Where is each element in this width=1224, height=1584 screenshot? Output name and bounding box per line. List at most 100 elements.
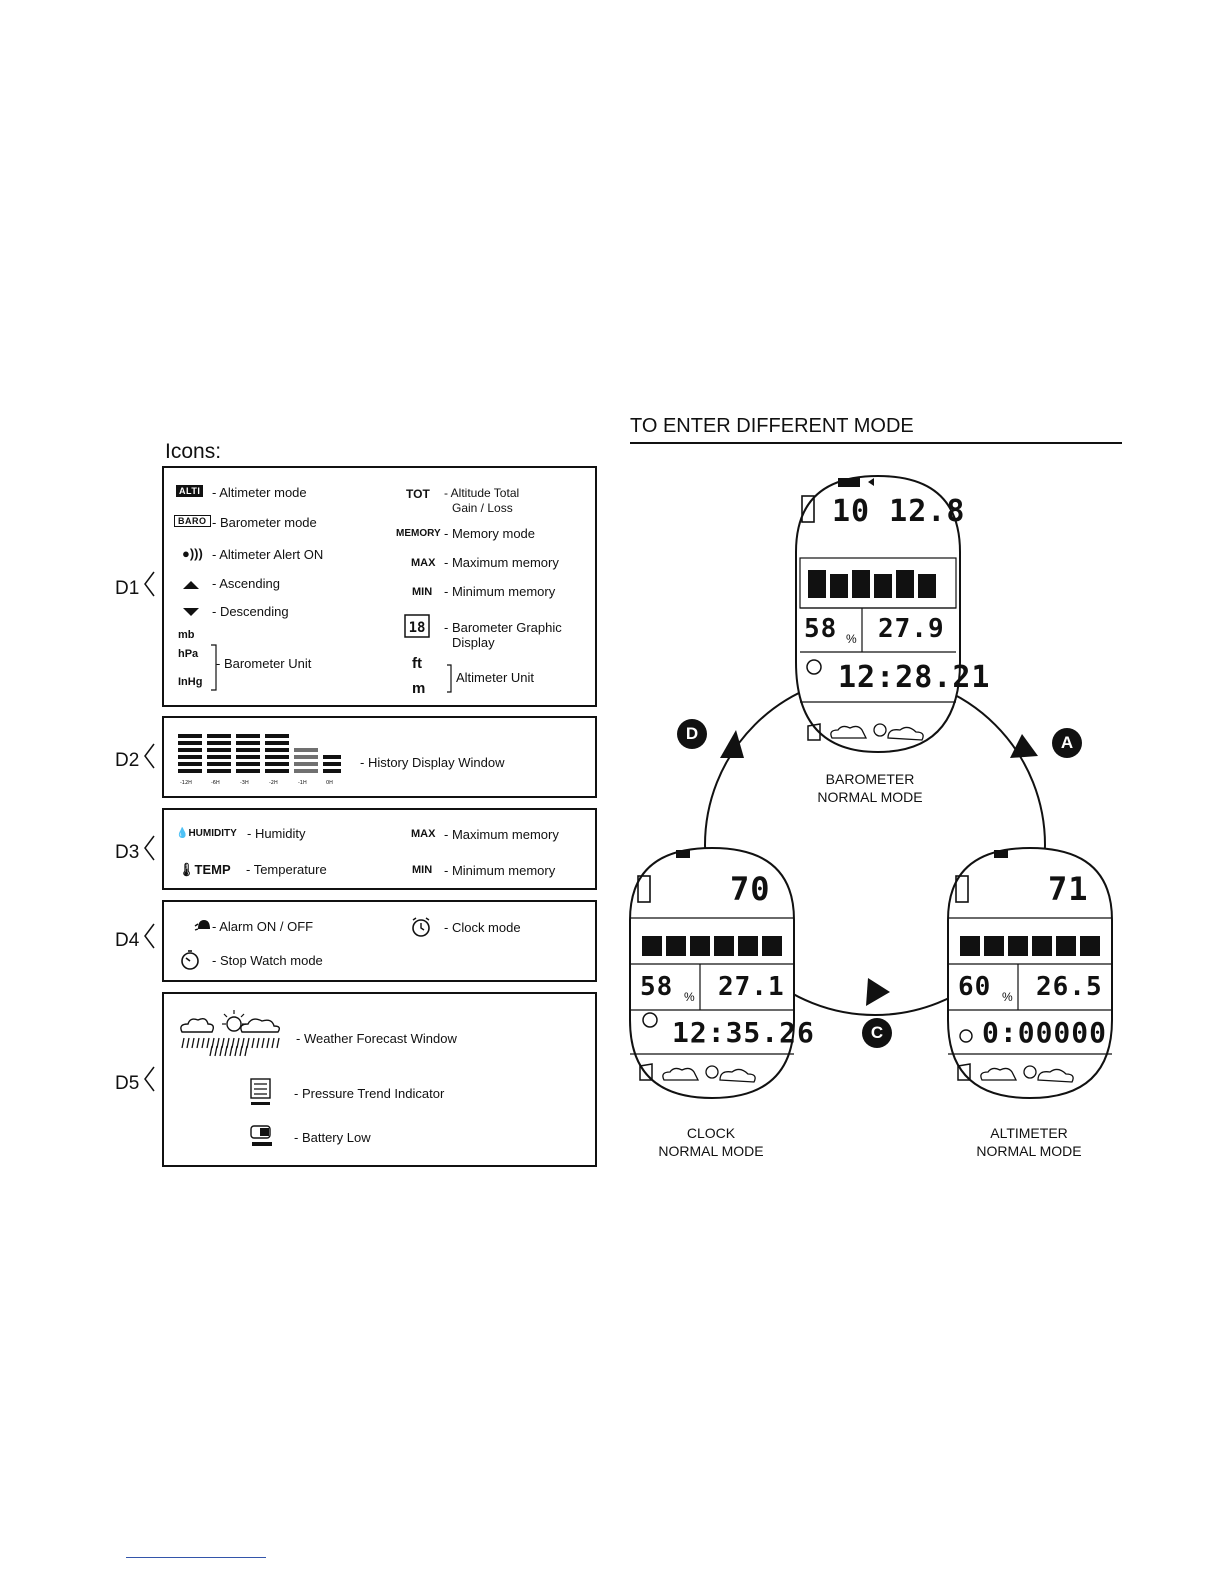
memory-icon: MEMORY [396,528,441,539]
barometer-caption-line2: NORMAL MODE [817,789,923,805]
min-label: - Minimum memory [444,584,556,599]
altimeter-caption-line1: ALTIMETER [990,1125,1068,1141]
humidity-label: - Humidity [247,826,306,841]
tot-icon: TOT [406,487,430,501]
d3-min-icon: MIN [412,864,433,876]
max-label: - Maximum memory [444,555,559,570]
barometer-main-reading: 10 12.8 [832,494,966,529]
altimeter-time: 0:00000 [982,1016,1108,1049]
d5-box: - Weather Forecast Window - Pressure Tre… [162,992,597,1167]
stopwatch-label: - Stop Watch mode [212,953,323,968]
svg-text:-2H: -2H [269,780,278,786]
baro-unit-bracket [211,644,217,691]
barometer-time: 12:28.21 [838,660,991,695]
letter-c: C [862,1018,892,1048]
forecast-label: - Weather Forecast Window [296,1031,457,1046]
icons-title: Icons: [165,440,222,463]
weather-forecast-icon [180,1010,281,1057]
svg-text:18: 18 [409,620,426,636]
d3-box: 💧HUMIDITY - Humidity 🌡TEMP - Temperature… [162,808,597,890]
clock-device: 70 58 % 27.1 12:35.26 [626,840,814,1102]
battery-label: - Battery Low [294,1130,371,1145]
min-icon: MIN [412,586,433,598]
d1-box: ALTI - Altimeter mode BARO - Barometer m… [162,466,597,707]
svg-text:-6H: -6H [211,780,220,786]
unit-m: m [412,680,426,697]
unit-mb: mb [178,629,195,641]
altimeter-temp: 26.5 [1036,972,1103,1002]
ascending-icon [183,581,199,589]
clock-time: 12:35.26 [672,1016,815,1049]
unit-inhg: InHg [178,676,203,688]
clock-temp: 27.1 [718,972,785,1002]
barometer-caption: BAROMETER NORMAL MODE [790,770,950,806]
unit-hpa: hPa [178,648,199,660]
letter-a: A [1052,728,1082,758]
d4-box: - Alarm ON / OFF - Stop Watch mode - Clo… [162,900,597,982]
baro-label: - Barometer mode [212,515,317,530]
clock-label: - Clock mode [444,920,521,935]
descending-label: - Descending [212,604,289,619]
memory-label: - Memory mode [444,526,536,541]
alti-badge-icon: ALTI [176,485,204,497]
clock-humidity-unit: % [684,990,695,1004]
clock-caption: CLOCK NORMAL MODE [628,1124,794,1160]
pressure-label: - Pressure Trend Indicator [294,1086,445,1101]
tot-label-line1: - Altitude Total [444,486,520,500]
tot-label-line2: Gain / Loss [452,501,513,515]
unit-ft: ft [412,655,422,672]
clock-device-outline [629,846,795,1100]
barometer-humidity-unit: % [846,632,857,646]
altimeter-device-outline [947,846,1113,1100]
baro-badge-icon: BARO [174,515,211,527]
max-icon: MAX [411,557,436,569]
svg-text:-3H: -3H [240,780,249,786]
section-label-d3: D3 [115,842,140,863]
barometer-device: 10 12.8 58 % 27.9 12:28.21 [792,462,990,762]
alti-label: - Altimeter mode [212,485,307,500]
altimeter-caption-line2: NORMAL MODE [976,1143,1082,1159]
graphic-label-line1: - Barometer Graphic [444,620,562,635]
graphic-label-line2: Display [452,635,495,650]
d2-box: -12H -6H -3H -2H -1H 0H - History Display Win… [162,716,597,798]
section-label-d4: D4 [115,930,140,951]
alert-label: - Altimeter Alert ON [212,547,324,562]
mode-title: TO ENTER DIFFERENT MODE [630,415,914,437]
alarm-label: - Alarm ON / OFF [212,919,314,934]
altimeter-caption: ALTIMETER NORMAL MODE [946,1124,1112,1160]
d3-max-icon: MAX [411,828,436,840]
letter-d: D [677,719,707,749]
section-label-d2: D2 [115,750,140,771]
history-label: - History Display Window [360,755,505,770]
clock-caption-line1: CLOCK [686,1125,736,1141]
svg-text:0H: 0H [326,780,333,786]
clock-main-reading: 70 [730,870,771,908]
svg-text:-12H: -12H [180,780,192,786]
stopwatch-icon [181,950,199,970]
descending-icon [183,608,199,616]
battery-low-icon [250,1125,272,1146]
history-bars-icon: -12H -6H -3H -2H -1H 0H [178,734,341,786]
temp-icon: 🌡TEMP [178,862,231,877]
footnote-rule [126,1557,266,1558]
barometer-caption-line1: BAROMETER [825,771,915,787]
alt-unit-label: Altimeter Unit [456,670,535,685]
d3-min-label: - Minimum memory [444,863,556,878]
altimeter-main-reading: 71 [1048,870,1089,908]
altimeter-humidity-unit: % [1002,990,1013,1004]
barometer-device-outline [795,474,961,754]
humidity-icon-text: HUMIDITY [188,828,237,839]
mode-title-rule [630,442,1122,444]
pressure-trend-icon [250,1078,271,1105]
barometer-humidity: 58 [804,614,838,644]
temp-icon-text: TEMP [194,862,231,877]
altimeter-humidity: 60 [958,972,992,1002]
humidity-icon: 💧HUMIDITY [176,828,237,839]
section-label-d1: D1 [115,578,140,599]
alt-unit-bracket [447,664,452,693]
svg-text:-1H: -1H [298,780,307,786]
clock-caption-line2: NORMAL MODE [658,1143,764,1159]
clock-mode-icon [412,917,430,937]
baro-graphic-icon: 18 [404,614,430,638]
alert-icon: ●))) [182,546,203,561]
